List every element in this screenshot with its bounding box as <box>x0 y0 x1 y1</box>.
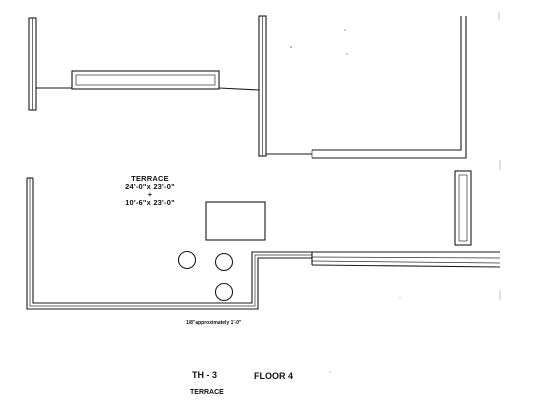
round-stool-2 <box>214 252 234 272</box>
scan-marks <box>290 12 501 373</box>
room-dimension-plus: + <box>147 190 153 199</box>
north-wall <box>36 70 260 91</box>
round-stool-1 <box>177 250 197 270</box>
round-stool-3 <box>214 282 234 302</box>
room-name: TERRACE <box>131 174 169 183</box>
interior-room-walls <box>258 15 467 159</box>
room-dimension-2: 10'-6"x 23'-0" <box>125 198 175 207</box>
left-wall-upper <box>28 17 37 111</box>
floor-label: FLOOR 4 <box>254 371 294 381</box>
unit-number: TH - 3 <box>192 370 218 380</box>
area-label: TERRACE <box>190 389 224 396</box>
room-dimension-1: 24'-0"x 23'-0" <box>125 182 175 191</box>
table <box>205 201 266 241</box>
scale-note: 1/8"approximately 1'-0" <box>186 320 242 326</box>
planter-box-north <box>71 70 220 90</box>
planter-box-east <box>454 170 472 246</box>
east-railing <box>311 251 501 268</box>
terrace-perimeter-wall <box>26 177 312 310</box>
room-label: TERRACE 24'-0"x 23'-0" + 10'-6"x 23'-0" <box>116 175 184 207</box>
